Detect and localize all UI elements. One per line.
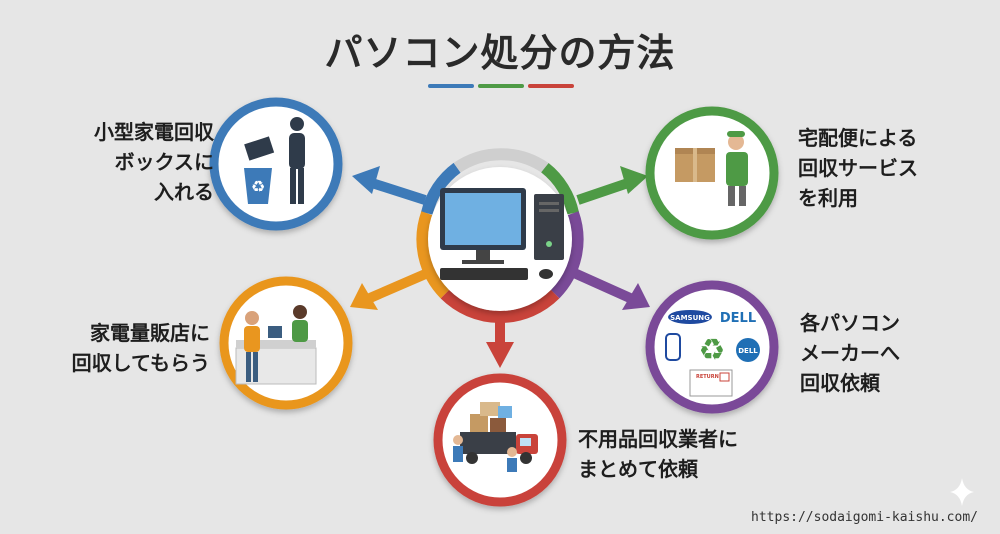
arrow-to-store: [350, 267, 432, 310]
title-underline-green: [478, 84, 524, 88]
label-line: 不用品回収業者に: [578, 427, 738, 451]
title-underline-blue: [428, 84, 474, 88]
recycle-box-circle: ♻: [209, 97, 343, 231]
junk-collector-circle: [433, 373, 567, 507]
label-line: 回収してもらう: [71, 351, 210, 375]
return-label: RETURN: [696, 374, 719, 380]
delivery-circle: [645, 106, 779, 240]
label-line: 宅配便による: [798, 126, 918, 150]
label-pc-maker: 各パソコン メーカーへ 回収依頼: [800, 308, 900, 398]
pc-maker-circle: SAMSUNG DELL DELL ♻ RETURN: [645, 280, 779, 414]
electronics-store-circle: [219, 276, 353, 410]
arrow-to-recycle-box: [352, 166, 427, 205]
arrow-to-maker: [569, 267, 650, 310]
label-line: 回収依頼: [800, 371, 880, 395]
label-delivery: 宅配便による 回収サービス を利用: [798, 123, 918, 213]
label-line: 回収サービス: [798, 156, 918, 180]
dell-logo: DELL: [720, 311, 756, 326]
label-line: メーカーへ: [800, 341, 900, 365]
svg-text:♻: ♻: [251, 177, 265, 196]
label-line: 各パソコン: [800, 311, 900, 335]
arrow-to-delivery: [576, 166, 648, 205]
label-line: 小型家電回収: [94, 120, 214, 144]
label-line: ボックスに: [114, 150, 214, 174]
title-underline-red: [528, 84, 574, 88]
desktop-computer-icon: [440, 188, 564, 280]
source-url: https://sodaigomi-kaishu.com/: [751, 510, 978, 525]
svg-text:DELL: DELL: [738, 347, 758, 355]
page-title: パソコン処分の方法: [324, 31, 676, 75]
label-line: 家電量販店に: [90, 321, 210, 345]
label-line: 入れる: [154, 180, 214, 204]
label-recycle-box: 小型家電回収 ボックスに 入れる: [94, 117, 214, 207]
sparkle-icon: [950, 478, 974, 506]
label-junk-collector: 不用品回収業者に まとめて依頼: [578, 424, 738, 484]
svg-text:♻: ♻: [699, 333, 726, 368]
label-line: まとめて依頼: [578, 457, 698, 481]
label-electronics-store: 家電量販店に 回収してもらう: [72, 318, 210, 378]
label-line: を利用: [798, 186, 858, 210]
samsung-logo: SAMSUNG: [670, 314, 710, 322]
